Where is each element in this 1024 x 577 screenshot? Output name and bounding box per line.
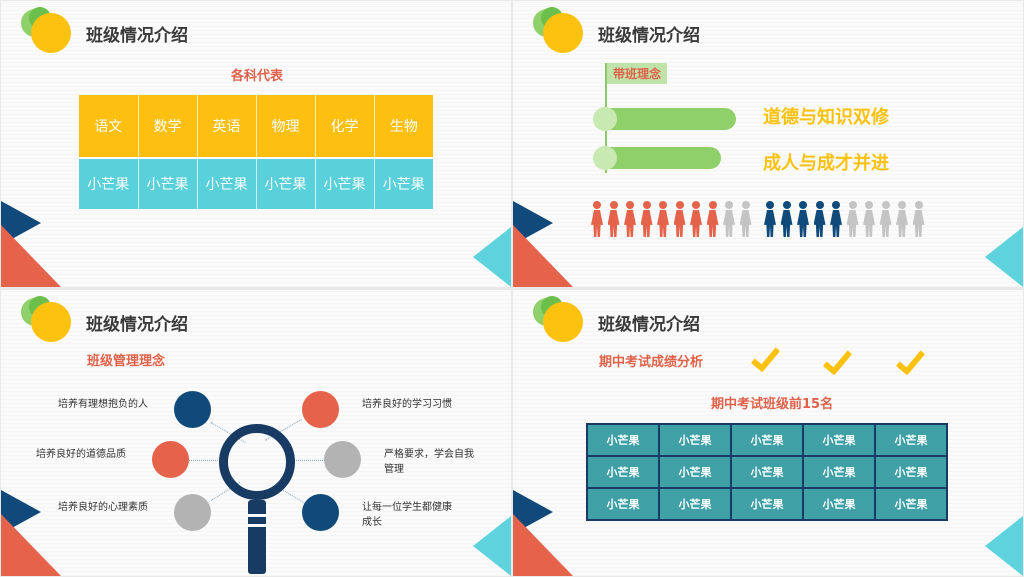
subject-cell: 化学: [315, 95, 375, 158]
table-cell: 小芒果: [658, 487, 732, 521]
person-icon: [705, 201, 722, 237]
checkmark-icon: [895, 344, 926, 376]
slide-title: 班级情况介绍: [86, 26, 188, 46]
person-icon: [738, 201, 755, 237]
table-cell: 小芒果: [586, 487, 660, 521]
table-cell: 小芒果: [658, 455, 732, 489]
logo-circles-icon: [533, 7, 589, 53]
table-cell: 小芒果: [730, 455, 804, 489]
idea-circle: [302, 494, 339, 531]
person-icon: [812, 201, 829, 237]
table-cell: 小芒果: [802, 455, 876, 489]
person-icon: [672, 201, 689, 237]
table-cell: 小芒果: [730, 423, 804, 457]
idea-circle: [324, 441, 361, 478]
slide-title: 班级情况介绍: [598, 26, 700, 46]
representative-cell: 小芒果: [315, 157, 375, 209]
idea-text-left-2: 培养良好的道德品质: [36, 449, 126, 460]
magnifier-handle: [248, 500, 266, 574]
table-cell: 小芒果: [874, 455, 948, 489]
subject-cell: 英语: [197, 95, 257, 158]
person-icon: [795, 201, 812, 237]
person-icon: [622, 201, 639, 237]
motto-text-2: 成人与成才并进: [763, 153, 889, 174]
ranking-table: 小芒果 小芒果 小芒果 小芒果 小芒果 小芒果 小芒果 小芒果 小芒果 小芒果 …: [586, 423, 948, 521]
slide-management-philosophy[interactable]: 班级情况介绍 班级管理理念 培养有理想抱负的人 培养良好的道德品质 培养良好的心…: [1, 290, 511, 576]
motto-text-1: 道德与知识双修: [763, 107, 889, 128]
table-cell: 小芒果: [586, 423, 660, 457]
subject-cell: 数学: [138, 95, 198, 158]
slide-class-philosophy[interactable]: 班级情况介绍 带班理念 道德与知识双修 成人与成才并进: [513, 1, 1023, 287]
magnifier-icon: [219, 424, 295, 500]
cyan-triangle-decoration: [473, 227, 511, 287]
person-icon: [655, 201, 672, 237]
idea-circle: [174, 494, 211, 531]
person-icon: [828, 201, 845, 237]
cyan-triangle-decoration: [985, 516, 1023, 576]
representative-cell: 小芒果: [197, 157, 257, 209]
representative-cell: 小芒果: [79, 157, 139, 209]
person-icon: [762, 201, 779, 237]
idea-text-right-2: 严格要求，学会自我管理: [384, 449, 474, 475]
table-cell: 小芒果: [874, 487, 948, 521]
coral-triangle-decoration: [513, 225, 573, 287]
connector-line: [189, 460, 222, 461]
person-icon: [721, 201, 738, 237]
slide-subject-representatives[interactable]: 班级情况介绍 各科代表 语文 数学 英语 物理 化学 生物 小芒果 小芒果 小芒…: [1, 1, 511, 287]
coral-triangle-decoration: [1, 225, 61, 287]
coral-triangle-decoration: [1, 514, 61, 576]
slide-title: 班级情况介绍: [598, 315, 700, 335]
philosophy-label: 带班理念: [605, 63, 668, 84]
person-icon: [606, 201, 623, 237]
checkmark-icon: [750, 341, 781, 373]
slide-subtitle: 各科代表: [231, 69, 284, 84]
people-icon-row: [589, 201, 927, 237]
coral-triangle-decoration: [513, 514, 573, 576]
slide-subtitle: 班级管理理念: [87, 354, 166, 369]
person-icon: [688, 201, 705, 237]
motto-bar-1: [593, 107, 736, 131]
person-icon: [779, 201, 796, 237]
table-cell: 小芒果: [658, 423, 732, 457]
checkmark-icon: [822, 344, 853, 376]
idea-text-right-3: 让每一位学生都健康成长: [362, 502, 452, 528]
table-cell: 小芒果: [730, 487, 804, 521]
table-cell: 小芒果: [874, 423, 948, 457]
person-icon: [911, 201, 928, 237]
representative-cell: 小芒果: [374, 157, 433, 209]
idea-text-left-1: 培养有理想抱负的人: [58, 399, 148, 410]
person-icon: [639, 201, 656, 237]
cyan-triangle-decoration: [985, 227, 1023, 287]
representative-cell: 小芒果: [138, 157, 198, 209]
idea-circle: [152, 441, 189, 478]
idea-circle: [174, 391, 211, 428]
person-icon: [845, 201, 862, 237]
connector-line: [293, 460, 325, 461]
idea-circle: [302, 391, 339, 428]
table-cell: 小芒果: [586, 455, 660, 489]
logo-circles-icon: [21, 296, 77, 342]
idea-text-right-1: 培养良好的学习习惯: [362, 399, 452, 410]
slide-midterm-analysis[interactable]: 班级情况介绍 期中考试成绩分析 期中考试班级前15名 小芒果 小芒果 小芒果 小…: [513, 290, 1023, 576]
slide-title: 班级情况介绍: [86, 315, 188, 335]
subject-table: 语文 数学 英语 物理 化学 生物 小芒果 小芒果 小芒果 小芒果 小芒果 小芒…: [79, 95, 433, 209]
person-icon: [589, 201, 606, 237]
person-icon: [894, 201, 911, 237]
table-title: 期中考试班级前15名: [711, 397, 834, 412]
table-cell: 小芒果: [802, 487, 876, 521]
logo-circles-icon: [21, 7, 77, 53]
cyan-triangle-decoration: [473, 516, 511, 576]
person-icon: [861, 201, 878, 237]
representative-cell: 小芒果: [256, 157, 316, 209]
person-icon: [878, 201, 895, 237]
subject-cell: 生物: [374, 95, 433, 158]
idea-text-left-3: 培养良好的心理素质: [58, 502, 148, 513]
subject-cell: 物理: [256, 95, 316, 158]
subject-cell: 语文: [79, 95, 139, 158]
slide-subtitle: 期中考试成绩分析: [599, 355, 704, 370]
table-cell: 小芒果: [802, 423, 876, 457]
logo-circles-icon: [533, 296, 589, 342]
motto-bar-2: [593, 146, 721, 170]
